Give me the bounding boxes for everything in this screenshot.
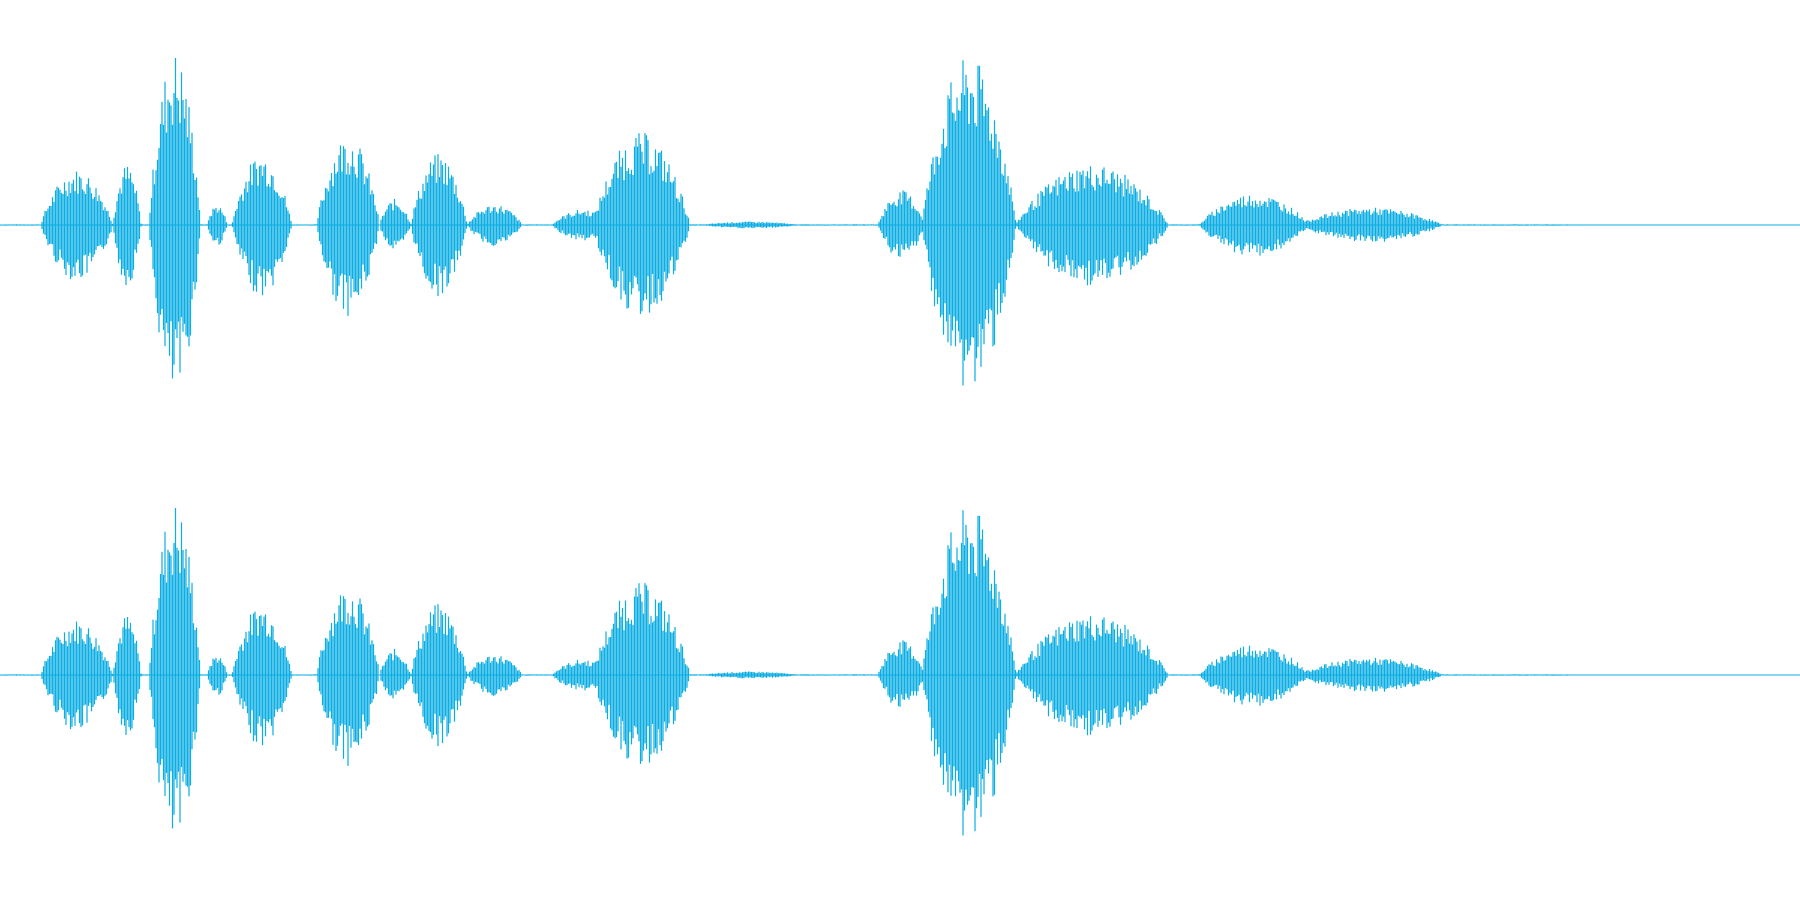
waveform-signal <box>0 58 1569 386</box>
right-channel-waveform <box>0 508 1800 836</box>
left-channel-waveform <box>0 58 1800 386</box>
waveform-signal <box>0 508 1569 836</box>
